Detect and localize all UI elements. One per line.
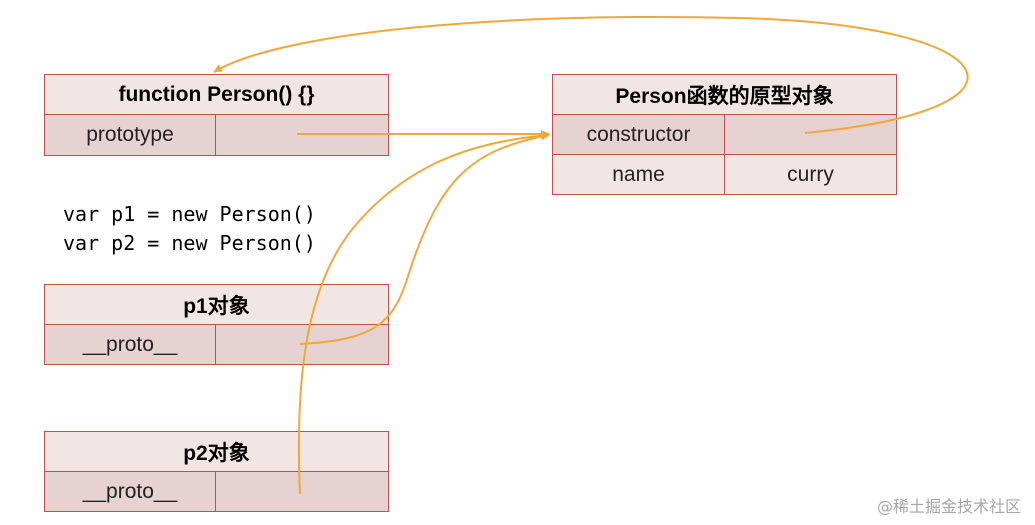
prototype-pointer-cell bbox=[216, 115, 388, 155]
code-snippet: var p1 = new Person() var p2 = new Person… bbox=[63, 200, 316, 258]
prototype-object-title: Person函数的原型对象 bbox=[553, 75, 896, 115]
p2-proto-pointer-cell bbox=[216, 472, 388, 511]
prototype-label: prototype bbox=[45, 115, 216, 155]
p1-proto-pointer-cell bbox=[216, 325, 388, 364]
prototype-object-box: Person函数的原型对象 constructor name curry bbox=[552, 74, 897, 195]
p1-object-title: p1对象 bbox=[45, 285, 388, 325]
watermark: @稀土掘金技术社区 bbox=[876, 497, 1021, 516]
person-function-box: function Person() {} prototype bbox=[44, 74, 389, 156]
name-value: curry bbox=[725, 155, 896, 194]
person-function-title: function Person() {} bbox=[45, 75, 388, 115]
p2-proto-label: __proto__ bbox=[45, 472, 216, 511]
constructor-pointer-cell bbox=[725, 115, 896, 154]
p2-proto-row: __proto__ bbox=[45, 472, 388, 511]
p2-object-box: p2对象 __proto__ bbox=[44, 431, 389, 512]
code-line-2: var p2 = new Person() bbox=[63, 231, 316, 255]
name-row: name curry bbox=[553, 155, 896, 194]
person-function-prototype-row: prototype bbox=[45, 115, 388, 155]
p1-proto-label: __proto__ bbox=[45, 325, 216, 364]
name-label: name bbox=[553, 155, 725, 194]
p2-object-title: p2对象 bbox=[45, 432, 388, 472]
code-line-1: var p1 = new Person() bbox=[63, 202, 316, 226]
constructor-row: constructor bbox=[553, 115, 896, 155]
p1-proto-row: __proto__ bbox=[45, 325, 388, 364]
p1-object-box: p1对象 __proto__ bbox=[44, 284, 389, 365]
constructor-label: constructor bbox=[553, 115, 725, 154]
